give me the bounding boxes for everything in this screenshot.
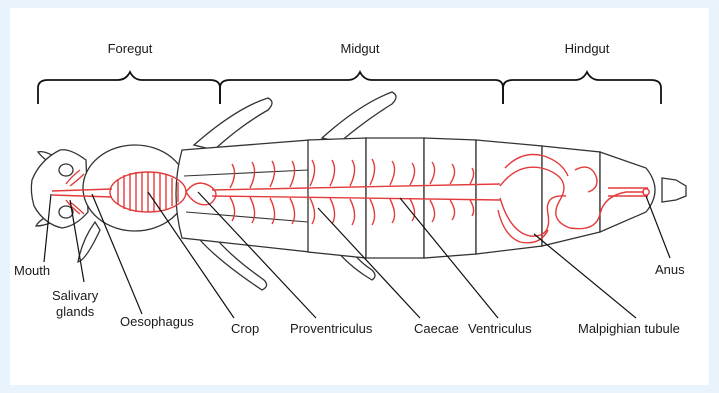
ventriculus-label: Ventriculus xyxy=(468,321,532,336)
midgut-brace xyxy=(220,72,503,104)
midgut-label: Midgut xyxy=(340,41,379,56)
proventriculus-label: Proventriculus xyxy=(290,321,373,336)
salivary-glands-label-line1: Salivary xyxy=(52,288,99,303)
mouth-label: Mouth xyxy=(14,263,50,278)
foregut-label: Foregut xyxy=(108,41,153,56)
oesophagus-label: Oesophagus xyxy=(120,314,194,329)
salivary-glands-label-line2: glands xyxy=(56,304,95,319)
foregut-brace xyxy=(38,72,220,104)
crop-label: Crop xyxy=(231,321,259,336)
hindgut-label: Hindgut xyxy=(565,41,610,56)
anus-label: Anus xyxy=(655,262,685,277)
caecae-label: Caecae xyxy=(414,321,459,336)
malpighian-tubule-label: Malpighian tubule xyxy=(578,321,680,336)
hindgut-brace xyxy=(503,72,661,104)
